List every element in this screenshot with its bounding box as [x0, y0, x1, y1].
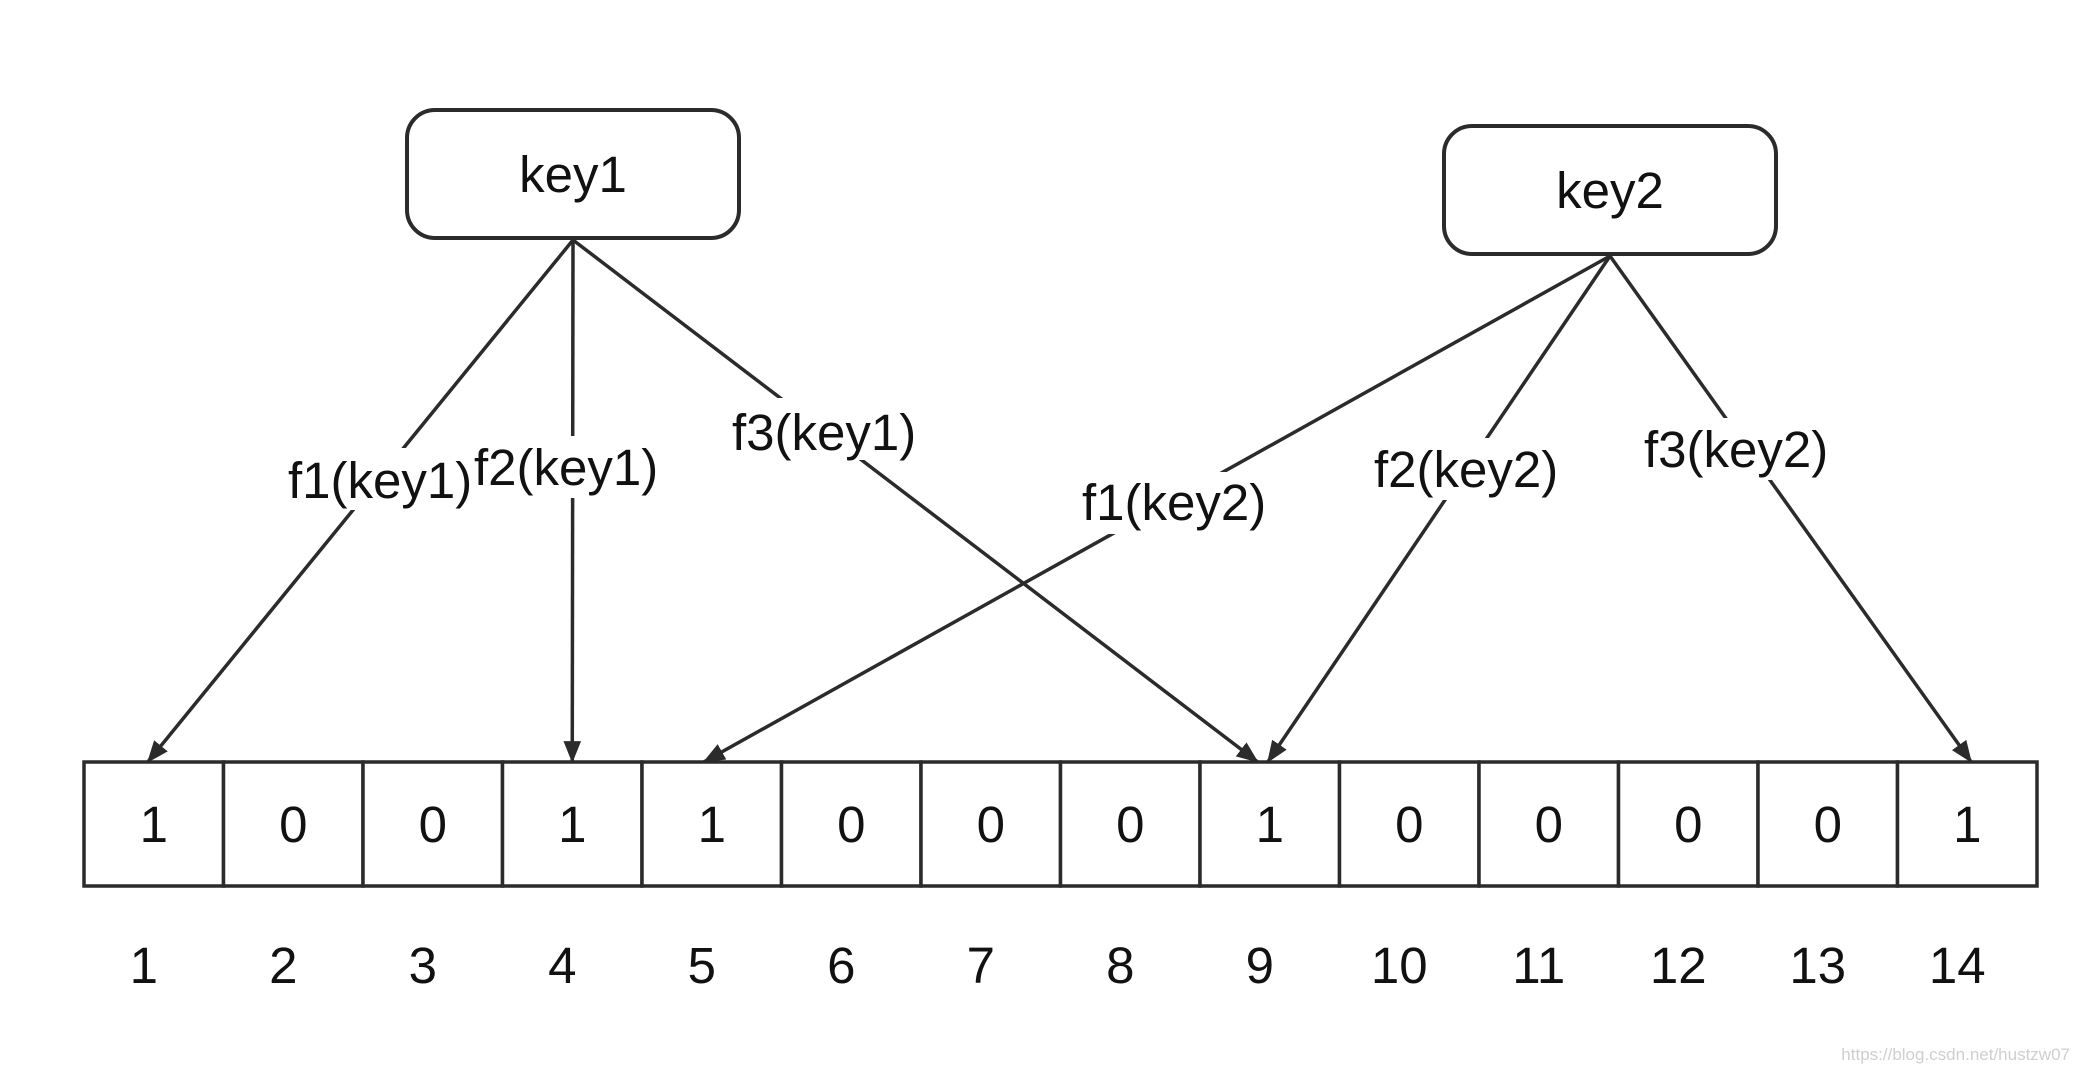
bit-value: 1 — [140, 796, 168, 853]
bit-cell: 0 — [1337, 760, 1481, 888]
edge-label-f1-key1: f1(key1) — [282, 448, 480, 510]
bit-cell: 0 — [221, 760, 365, 888]
bit-value: 0 — [1674, 796, 1702, 853]
bit-cell: 0 — [1616, 760, 1760, 888]
bit-cell-box — [1895, 760, 2039, 888]
bit-index-label: 8 — [1106, 937, 1134, 994]
key2-label: key2 — [1556, 162, 1664, 219]
hash-edge-arrow — [563, 239, 582, 764]
edge-label-f3-key1: f3(key1) — [728, 398, 928, 461]
bit-cell-box — [1616, 760, 1760, 888]
edge-label-text-f2-key2: f2(key2) — [1374, 441, 1558, 498]
bit-value: 1 — [558, 796, 586, 853]
bit-cell-box — [919, 760, 1063, 888]
bit-index-label: 4 — [548, 937, 576, 994]
bit-cell: 0 — [361, 760, 505, 888]
bit-value: 0 — [977, 796, 1005, 853]
bit-cell-box — [361, 760, 505, 888]
bit-index-label: 1 — [130, 937, 158, 994]
bit-value: 0 — [1395, 796, 1423, 853]
bit-cell: 1 — [500, 760, 644, 888]
hash-function-labels: f1(key1) f2(key1) f3(key1) f1(key2) f2(k… — [282, 398, 1844, 534]
bit-value: 0 — [837, 796, 865, 853]
bit-cell-box — [1058, 760, 1202, 888]
edge-label-text-f1-key2: f1(key2) — [1082, 474, 1266, 531]
bit-cell: 0 — [1477, 760, 1621, 888]
bit-cell-box — [500, 760, 644, 888]
edge-label-f3-key2: f3(key2) — [1640, 418, 1844, 480]
bit-index-label: 14 — [1929, 937, 1986, 994]
edge-label-text-f2-key1: f2(key1) — [474, 439, 658, 496]
edge-label-text-f3-key1: f3(key1) — [732, 404, 916, 461]
bit-value: 0 — [1814, 796, 1842, 853]
bit-value: 0 — [279, 796, 307, 853]
bit-index-label: 13 — [1789, 937, 1846, 994]
key2-node: key2 — [1442, 124, 1778, 256]
bit-cell: 1 — [1895, 760, 2039, 888]
bit-value: 1 — [1953, 796, 1981, 853]
bit-index-label: 2 — [269, 937, 297, 994]
bit-index-label: 7 — [967, 937, 995, 994]
edge-label-text-f3-key2: f3(key2) — [1644, 421, 1828, 478]
bit-value: 0 — [1535, 796, 1563, 853]
bit-index-label: 6 — [827, 937, 855, 994]
hash-edge-arrow — [1266, 255, 1612, 763]
hash-edge-arrow — [1608, 254, 1973, 764]
edge-label-f2-key1: f2(key1) — [470, 436, 670, 498]
bit-value: 1 — [1256, 796, 1284, 853]
bit-index-label: 5 — [688, 937, 716, 994]
bit-cell: 1 — [82, 760, 226, 888]
bit-cell: 1 — [640, 760, 784, 888]
bit-index-label: 10 — [1371, 937, 1428, 994]
bit-value: 1 — [698, 796, 726, 853]
bit-cell: 0 — [1756, 760, 1900, 888]
bit-cell: 1 — [1198, 760, 1342, 888]
bit-cell-box — [779, 760, 923, 888]
bit-array: 1 0 0 1 1 0 0 0 1 0 0 0 0 1 — [82, 760, 2039, 888]
bit-index-label: 3 — [409, 937, 437, 994]
bit-cell-box — [640, 760, 784, 888]
watermark-text: https://blog.csdn.net/hustzw07 — [1841, 1045, 2070, 1064]
bit-index-label: 9 — [1246, 937, 1274, 994]
bit-index-label: 12 — [1650, 937, 1707, 994]
bit-value: 0 — [419, 796, 447, 853]
key1-node: key1 — [405, 108, 741, 240]
bit-value: 0 — [1116, 796, 1144, 853]
key1-label: key1 — [519, 146, 627, 203]
edge-label-text-f1-key1: f1(key1) — [288, 452, 472, 509]
key1-box — [405, 108, 741, 240]
bit-cell: 0 — [779, 760, 923, 888]
edge-label-f1-key2: f1(key2) — [1078, 472, 1282, 534]
key2-box — [1442, 124, 1778, 256]
bit-cell-box — [1756, 760, 1900, 888]
bit-cell: 0 — [1058, 760, 1202, 888]
bit-index-label: 11 — [1512, 937, 1565, 994]
edge-label-f2-key2: f2(key2) — [1370, 438, 1574, 500]
bit-cell: 0 — [919, 760, 1063, 888]
hash-edge-arrow — [571, 238, 1259, 764]
